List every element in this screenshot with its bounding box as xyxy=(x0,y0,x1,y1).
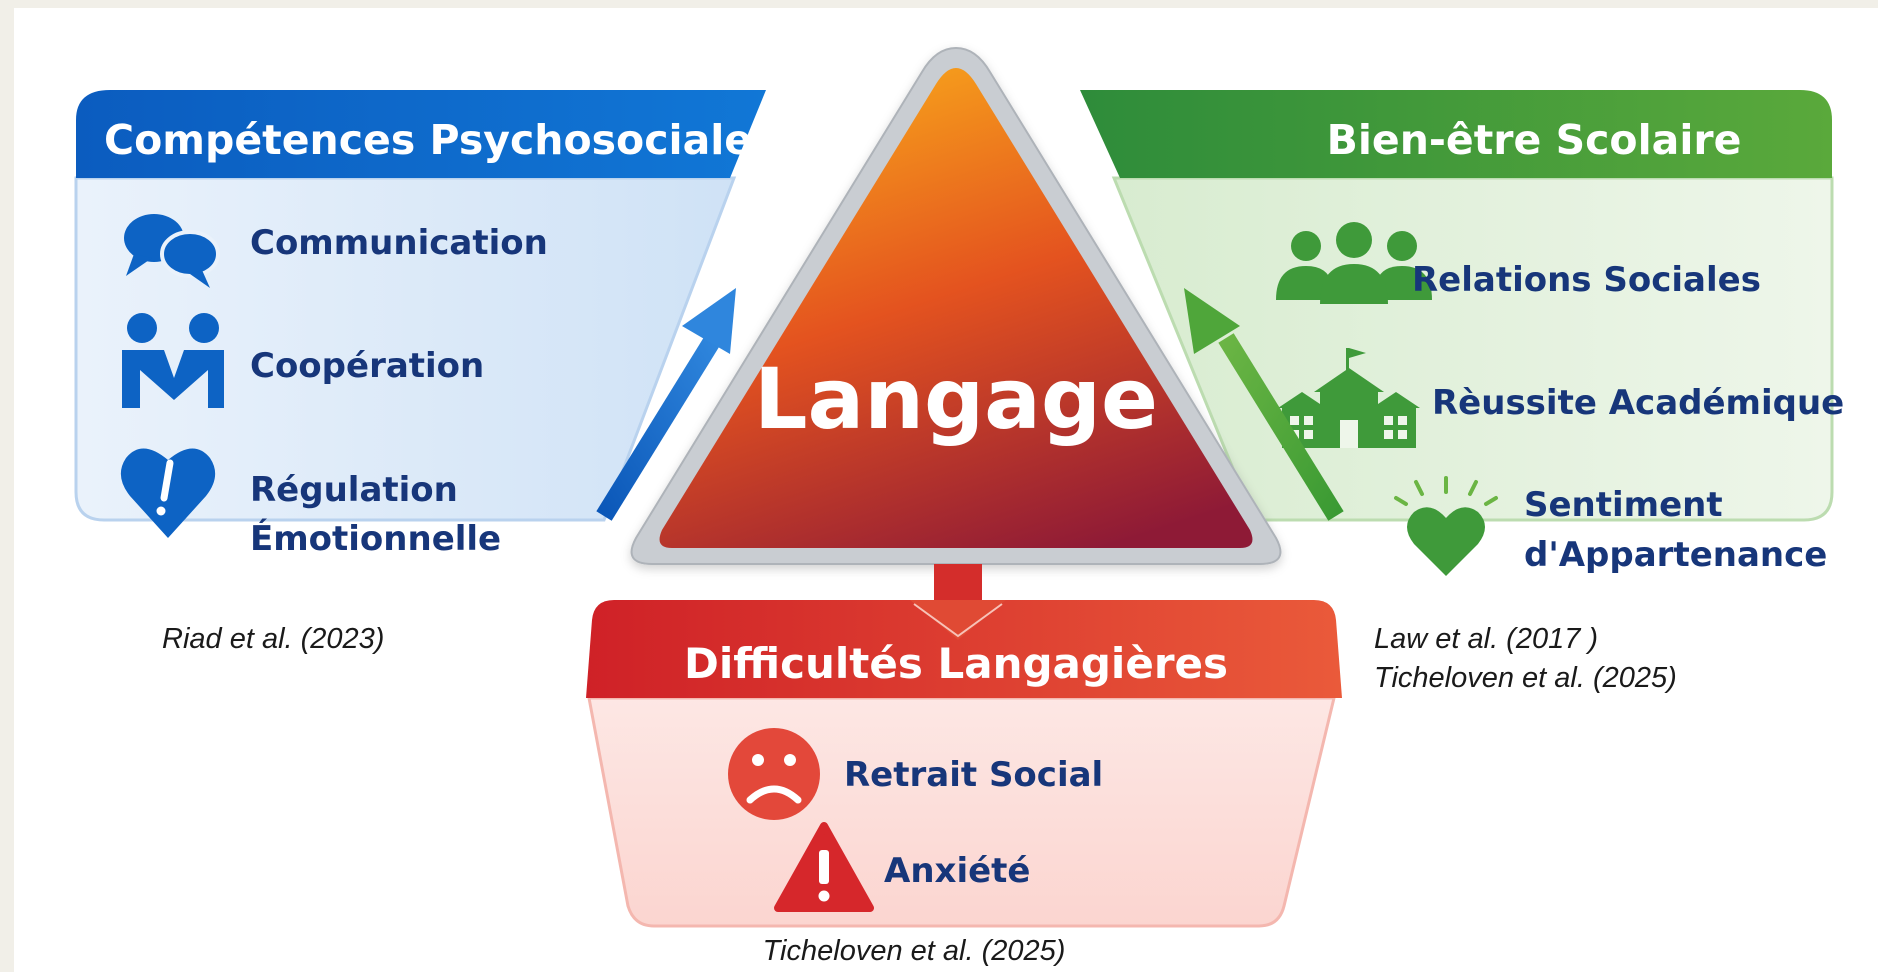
speech-bubbles-icon xyxy=(124,214,220,288)
triangle-fill xyxy=(659,68,1253,548)
blue-up-arrow xyxy=(596,288,736,521)
left-panel-header xyxy=(76,90,766,178)
item-anxiete: Anxiété xyxy=(884,851,1030,891)
glowing-heart-icon xyxy=(1394,476,1498,576)
item-sentiment-line2: d'Appartenance xyxy=(1524,535,1827,575)
right-citation-line1: Law et al. (2017 ) xyxy=(1374,623,1598,655)
right-panel-title: Bien-être Scolaire xyxy=(1327,116,1742,164)
bottom-panel-title: Difficultés Langagières xyxy=(684,639,1228,688)
handshake-people-icon xyxy=(122,313,224,408)
item-relations-sociales: Relations Sociales xyxy=(1412,260,1761,300)
school-building-icon xyxy=(1278,348,1420,448)
item-cooperation: Coopération xyxy=(250,346,484,386)
diagram-canvas: Compétences Psychosociales Communication… xyxy=(14,8,1878,972)
diagram-svg: Compétences Psychosociales Communication… xyxy=(74,46,1844,967)
center-triangle: Langage xyxy=(630,46,1282,565)
heart-exclamation-icon xyxy=(120,448,216,538)
bottom-panel-body xyxy=(587,696,1336,928)
bottom-panel-header xyxy=(586,600,1342,698)
sad-face-icon xyxy=(728,728,820,820)
center-title: Langage xyxy=(754,350,1158,448)
item-regulation-line2: Émotionnelle xyxy=(250,518,501,559)
item-reussite-academique: Rèussite Académique xyxy=(1432,383,1844,423)
item-sentiment-line1: Sentiment xyxy=(1524,485,1723,525)
left-citation: Riad et al. (2023) xyxy=(162,623,384,655)
item-regulation-line1: Régulation xyxy=(250,470,458,510)
left-panel-body xyxy=(74,176,737,522)
item-communication: Communication xyxy=(250,223,548,263)
green-up-arrow xyxy=(1184,288,1344,521)
right-panel-header xyxy=(1080,90,1832,178)
right-panel: Bien-être Scolaire Relations Sociales xyxy=(1080,90,1844,694)
warning-triangle-icon xyxy=(774,822,874,912)
group-people-icon xyxy=(1276,222,1432,304)
left-panel: Compétences Psychosociales Communication… xyxy=(74,90,777,655)
bottom-panel: Difficultés Langagières Retrait Social A… xyxy=(586,600,1342,967)
item-retrait-social: Retrait Social xyxy=(844,755,1103,795)
right-citation-line2: Ticheloven et al. (2025) xyxy=(1374,662,1677,694)
down-arrow xyxy=(910,564,1006,640)
left-panel-title: Compétences Psychosociales xyxy=(104,116,777,164)
bottom-citation: Ticheloven et al. (2025) xyxy=(763,935,1066,967)
